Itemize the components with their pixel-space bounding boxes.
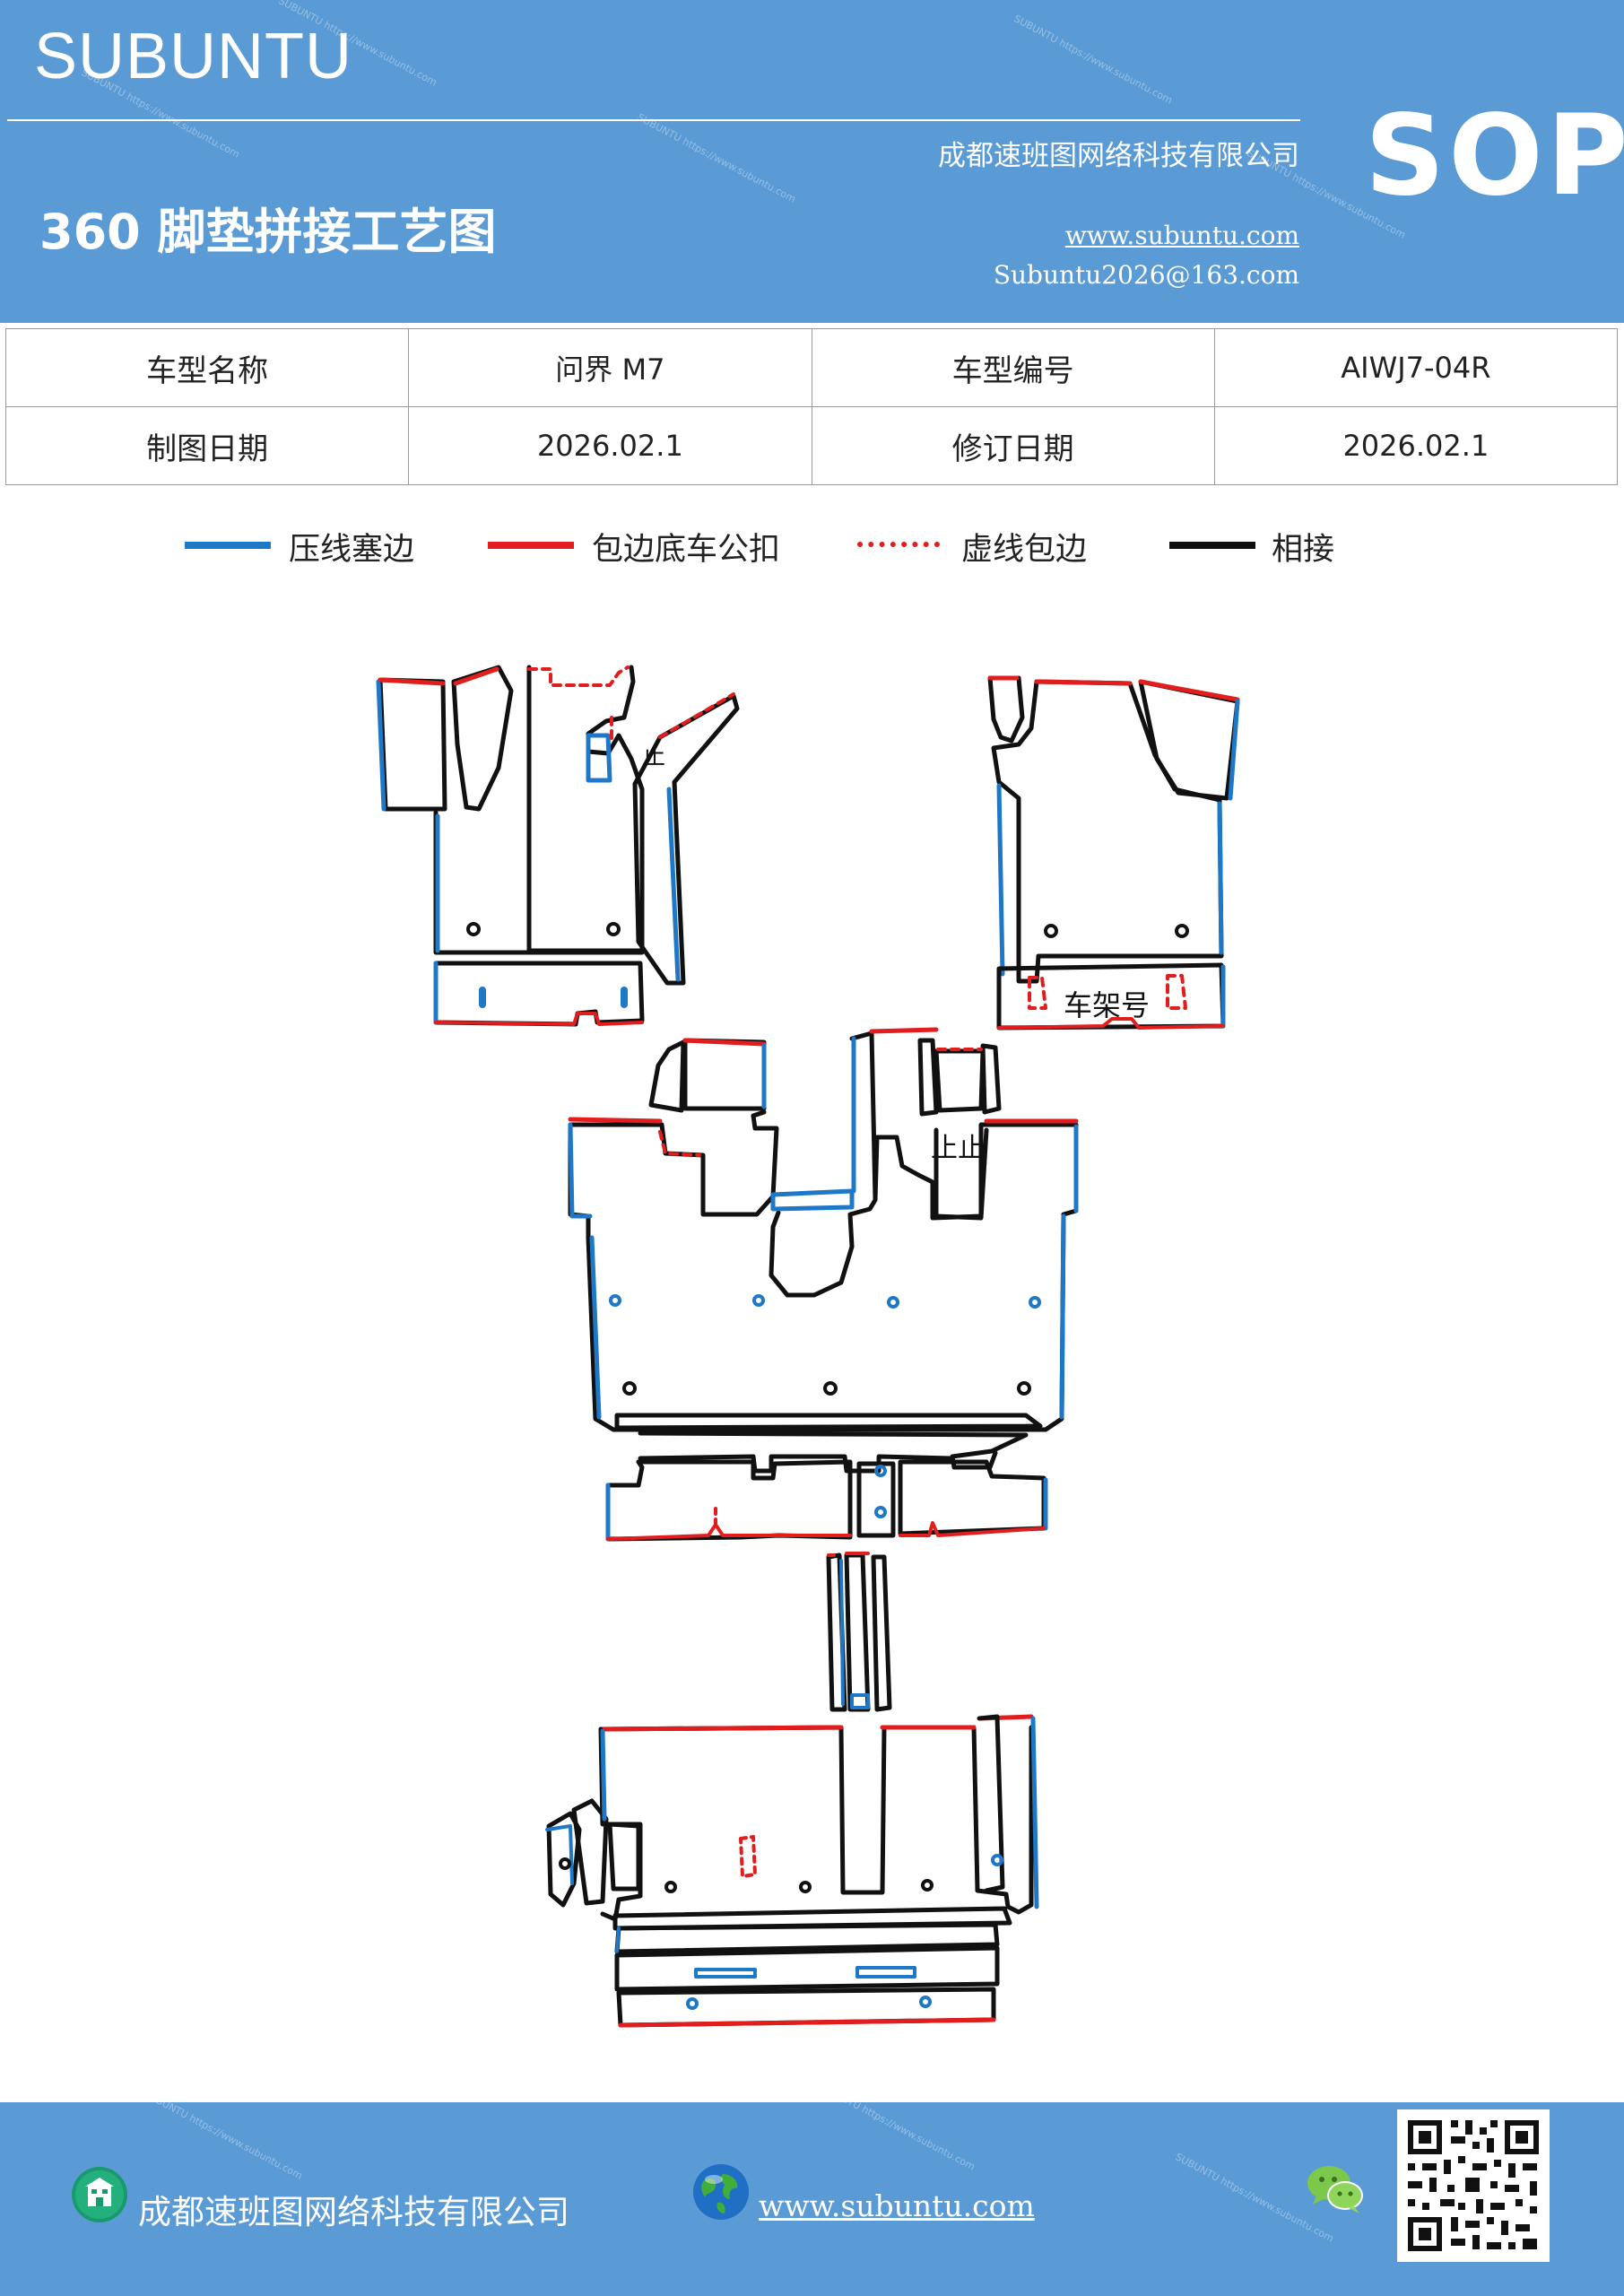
legend-swatch-red xyxy=(488,542,574,549)
watermark: SUBUNTU https://www.subuntu.com xyxy=(814,2102,977,2173)
legend-label: 虚线包边 xyxy=(961,532,1088,568)
legend-label: 包边底车公扣 xyxy=(592,532,781,568)
brand-name: SUBUNTU xyxy=(34,21,353,92)
watermark: SUBUNTU https://www.subuntu.com xyxy=(142,2102,305,2182)
header-divider xyxy=(7,119,1300,121)
legend-swatch-blue xyxy=(185,542,271,549)
header-banner: SUBUNTU https://www.subuntu.com SUBUNTU … xyxy=(0,0,1624,323)
wechat-icon xyxy=(1307,2166,1363,2213)
stop-label: 止 xyxy=(642,744,665,770)
footer-banner: SUBUNTU https://www.subuntu.com SUBUNTU … xyxy=(0,2102,1624,2296)
stop-label: 止止 xyxy=(931,1133,985,1164)
footer-website-link[interactable]: www.subuntu.com xyxy=(759,2188,1035,2223)
globe-icon xyxy=(693,2164,749,2220)
company-name: 成都速班图网络科技有限公司 xyxy=(938,140,1299,172)
front-right-mat: 车架号 xyxy=(987,675,1240,1031)
page-title: 360 脚垫拼接工艺图 xyxy=(39,204,497,260)
table-row: 车型名称 问界 M7 车型编号 AIWJ7-04R xyxy=(4,328,1619,407)
revise-date-label: 修订日期 xyxy=(811,406,1215,485)
rear-mat xyxy=(545,1714,1039,2028)
front-left-mat: 止 xyxy=(376,665,740,1027)
draw-date-label: 制图日期 xyxy=(4,406,410,485)
legend: 压线塞边 包边底车公扣 虚线包边 相接 xyxy=(0,524,1624,578)
qr-code xyxy=(1397,2109,1550,2262)
tunnel-strip xyxy=(826,1552,892,1712)
table-row: 制图日期 2026.02.1 修订日期 2026.02.1 xyxy=(4,406,1619,485)
model-code-label: 车型编号 xyxy=(811,328,1215,407)
legend-swatch-red-dashed xyxy=(857,542,940,547)
draw-date-value: 2026.02.1 xyxy=(408,406,812,485)
revise-date-value: 2026.02.1 xyxy=(1213,406,1619,485)
legend-label: 相接 xyxy=(1272,532,1335,568)
model-name-label: 车型名称 xyxy=(4,328,410,407)
email-address: Subuntu2026@163.com xyxy=(993,260,1299,290)
building-icon xyxy=(72,2167,127,2222)
sop-badge: SOP xyxy=(1365,91,1624,221)
footer-company-name: 成都速班图网络科技有限公司 xyxy=(138,2193,569,2231)
watermark: SUBUNTU https://www.subuntu.com xyxy=(1012,13,1175,107)
legend-swatch-black xyxy=(1169,542,1255,549)
watermark: SUBUNTU https://www.subuntu.com xyxy=(635,111,798,205)
model-code-value: AIWJ7-04R xyxy=(1213,328,1619,407)
middle-mat: 止止 xyxy=(568,1027,1079,1542)
model-name-value: 问界 M7 xyxy=(408,328,812,407)
vin-label: 车架号 xyxy=(1064,988,1150,1022)
floor-mat-diagram: 止 车架号 xyxy=(376,665,1240,2028)
info-table: 车型名称 问界 M7 车型编号 AIWJ7-04R 制图日期 2026.02.1… xyxy=(4,328,1619,485)
legend-label: 压线塞边 xyxy=(289,532,415,568)
website-link[interactable]: www.subuntu.com xyxy=(1064,221,1299,250)
